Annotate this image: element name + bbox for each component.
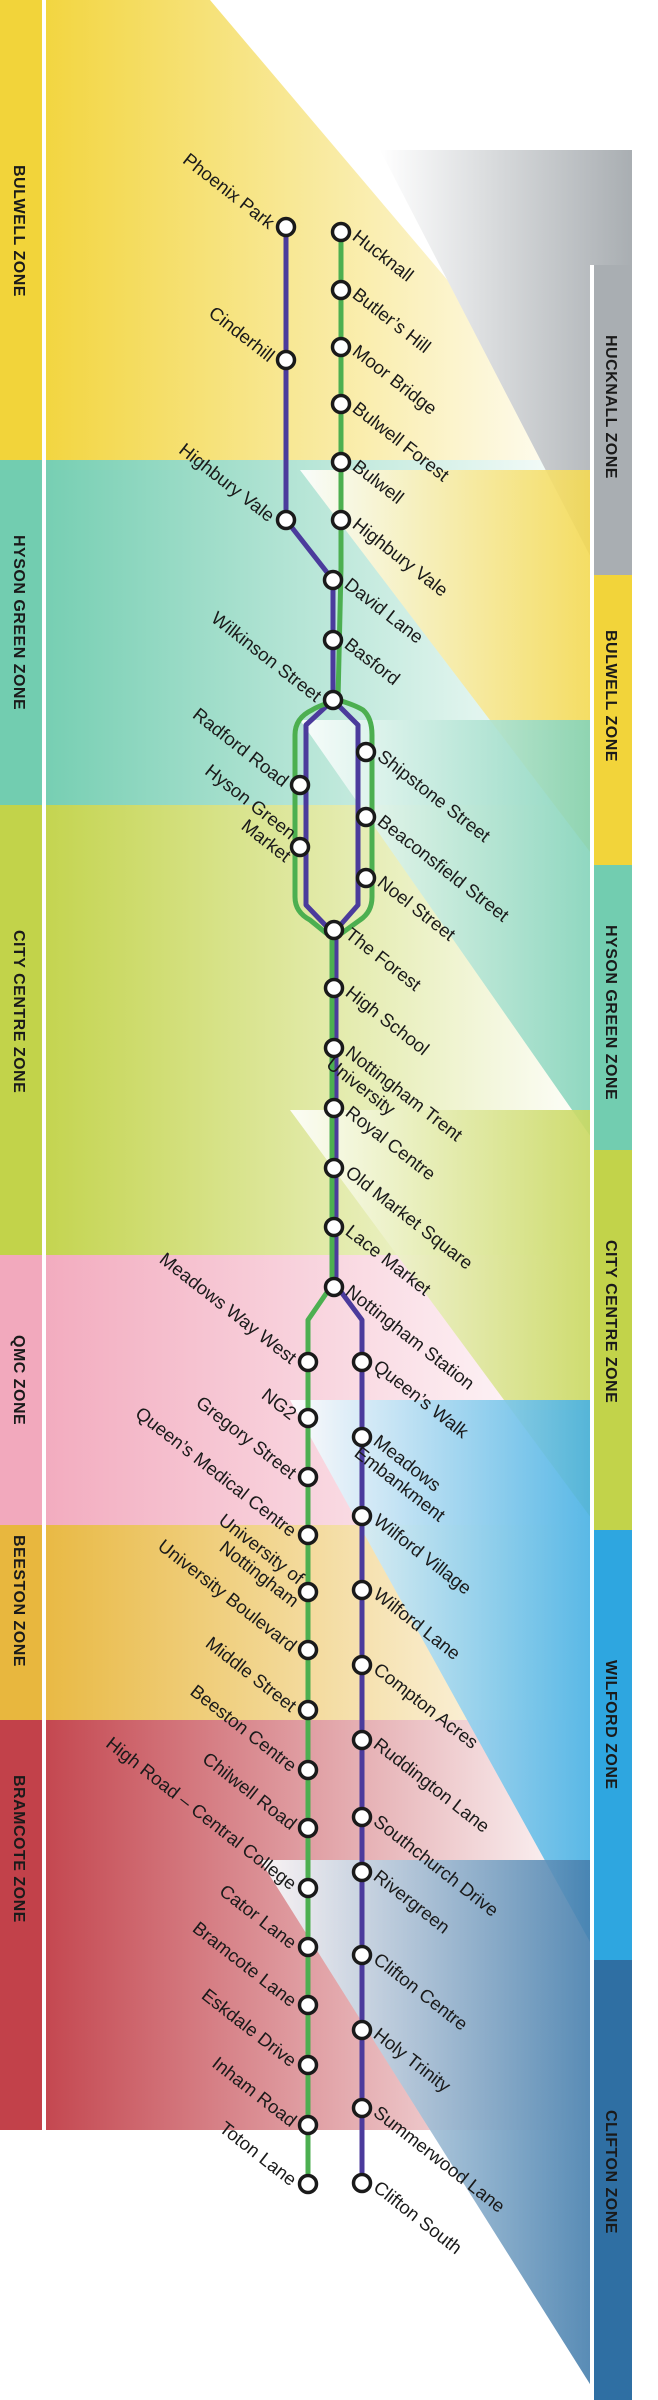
stop-marker[interactable]	[289, 836, 311, 858]
stop-marker[interactable]	[297, 2054, 319, 2076]
zone-label-beeston-left: BEESTON ZONE	[10, 1535, 27, 1667]
zone-band-wilford-right	[290, 1400, 632, 1960]
zone-label-qmc-left: QMC ZONE	[10, 1335, 27, 1425]
stop-marker[interactable]	[323, 919, 345, 941]
zone-strip-bramcote-left	[0, 1720, 42, 2130]
stop-marker[interactable]	[297, 1407, 319, 1429]
left-zone-strips	[0, 0, 46, 2130]
zone-label-hucknall-right: HUCKNALL ZONE	[602, 335, 619, 479]
stop-marker[interactable]	[297, 1524, 319, 1546]
stop-marker[interactable]	[297, 1699, 319, 1721]
stop-marker[interactable]	[330, 451, 352, 473]
zone-band-clifton-right	[260, 1860, 632, 2400]
stop-marker[interactable]	[322, 629, 344, 651]
zone-strip-city-centre-right	[594, 1150, 632, 1530]
stop-marker[interactable]	[297, 1351, 319, 1373]
zone-label-hyson-green-right: HYSON GREEN ZONE	[602, 925, 619, 1100]
stop-marker[interactable]	[297, 1639, 319, 1661]
stop-marker[interactable]	[355, 806, 377, 828]
stop-marker[interactable]	[297, 2114, 319, 2136]
zone-strip-city-centre-left	[0, 805, 42, 1255]
stop-marker[interactable]	[297, 1466, 319, 1488]
stop-marker[interactable]	[351, 2097, 373, 2119]
zone-strip-hyson-green-left	[0, 460, 42, 805]
stop-marker[interactable]	[351, 1729, 373, 1751]
zone-strip-hucknall-right	[594, 265, 632, 575]
green-line-loop-east	[335, 697, 375, 936]
zone-strip-beeston-left	[0, 1525, 42, 1720]
zone-label-bramcote-left: BRAMCOTE ZONE	[10, 1775, 27, 1923]
stop-marker[interactable]	[297, 1994, 319, 2016]
stop-marker[interactable]	[351, 1654, 373, 1676]
green-line-loop-west	[292, 697, 341, 936]
right-zone-bands	[260, 150, 632, 2400]
zone-label-wilford-right: WILFORD ZONE	[602, 1660, 619, 1790]
stop-marker[interactable]	[323, 1276, 345, 1298]
stop-marker[interactable]	[351, 1579, 373, 1601]
zone-label-hyson-green-left: HYSON GREEN ZONE	[10, 535, 27, 710]
stop-marker[interactable]	[355, 741, 377, 763]
stop-marker[interactable]	[323, 977, 345, 999]
stop-marker[interactable]	[323, 1157, 345, 1179]
stop-marker[interactable]	[297, 1581, 319, 1603]
stop-marker[interactable]	[297, 2173, 319, 2195]
purple-line-loop-west	[303, 697, 336, 933]
stop-marker[interactable]	[351, 1944, 373, 1966]
stop-marker[interactable]	[351, 1351, 373, 1373]
stop-marker[interactable]	[330, 336, 352, 358]
stop-marker[interactable]	[355, 867, 377, 889]
zone-strip-hyson-green-right	[594, 865, 632, 1150]
stop-marker[interactable]	[322, 689, 344, 711]
stop-marker[interactable]	[351, 1806, 373, 1828]
stop-marker[interactable]	[275, 349, 297, 371]
zone-strip-bulwell-right	[594, 575, 632, 865]
stop-marker[interactable]	[351, 1861, 373, 1883]
stop-marker[interactable]	[322, 569, 344, 591]
zone-strip-qmc-left	[0, 1255, 42, 1525]
zone-labels: BULWELL ZONE HYSON GREEN ZONE CITY CENTR…	[10, 165, 619, 2234]
stop-marker[interactable]	[297, 1759, 319, 1781]
zone-label-clifton-right: CLIFTON ZONE	[602, 2110, 619, 2234]
zone-strip-clifton-right	[594, 1960, 632, 2400]
stop-marker[interactable]	[323, 1097, 345, 1119]
stop-marker[interactable]	[351, 1505, 373, 1527]
stop-marker[interactable]	[330, 221, 352, 243]
stop-marker[interactable]	[351, 1426, 373, 1448]
zone-band-bulwell-left	[26, 0, 600, 460]
stop-marker[interactable]	[351, 2172, 373, 2194]
stop-marker[interactable]	[330, 279, 352, 301]
stop-marker[interactable]	[275, 216, 297, 238]
zone-strip-bulwell-left	[0, 0, 42, 460]
zone-strip-wilford-right	[594, 1530, 632, 1960]
zone-label-city-centre-right: CITY CENTRE ZONE	[602, 1240, 619, 1403]
stop-marker[interactable]	[351, 2019, 373, 2041]
stop-marker[interactable]	[297, 1817, 319, 1839]
zone-band-hyson-green-right	[300, 720, 632, 1150]
stop-marker[interactable]	[323, 1216, 345, 1238]
zone-label-bulwell-left: BULWELL ZONE	[10, 165, 27, 297]
stop-marker[interactable]	[275, 509, 297, 531]
stop-marker[interactable]	[289, 774, 311, 796]
zone-label-city-centre-left: CITY CENTRE ZONE	[10, 930, 27, 1093]
right-zone-strips	[590, 265, 632, 2400]
zone-label-bulwell-right: BULWELL ZONE	[602, 630, 619, 762]
stop-marker[interactable]	[330, 509, 352, 531]
stop-marker[interactable]	[297, 1936, 319, 1958]
stop-marker[interactable]	[323, 1037, 345, 1059]
stop-marker[interactable]	[297, 1877, 319, 1899]
stop-marker[interactable]	[330, 393, 352, 415]
zone-band-hucknall-right	[380, 150, 632, 575]
